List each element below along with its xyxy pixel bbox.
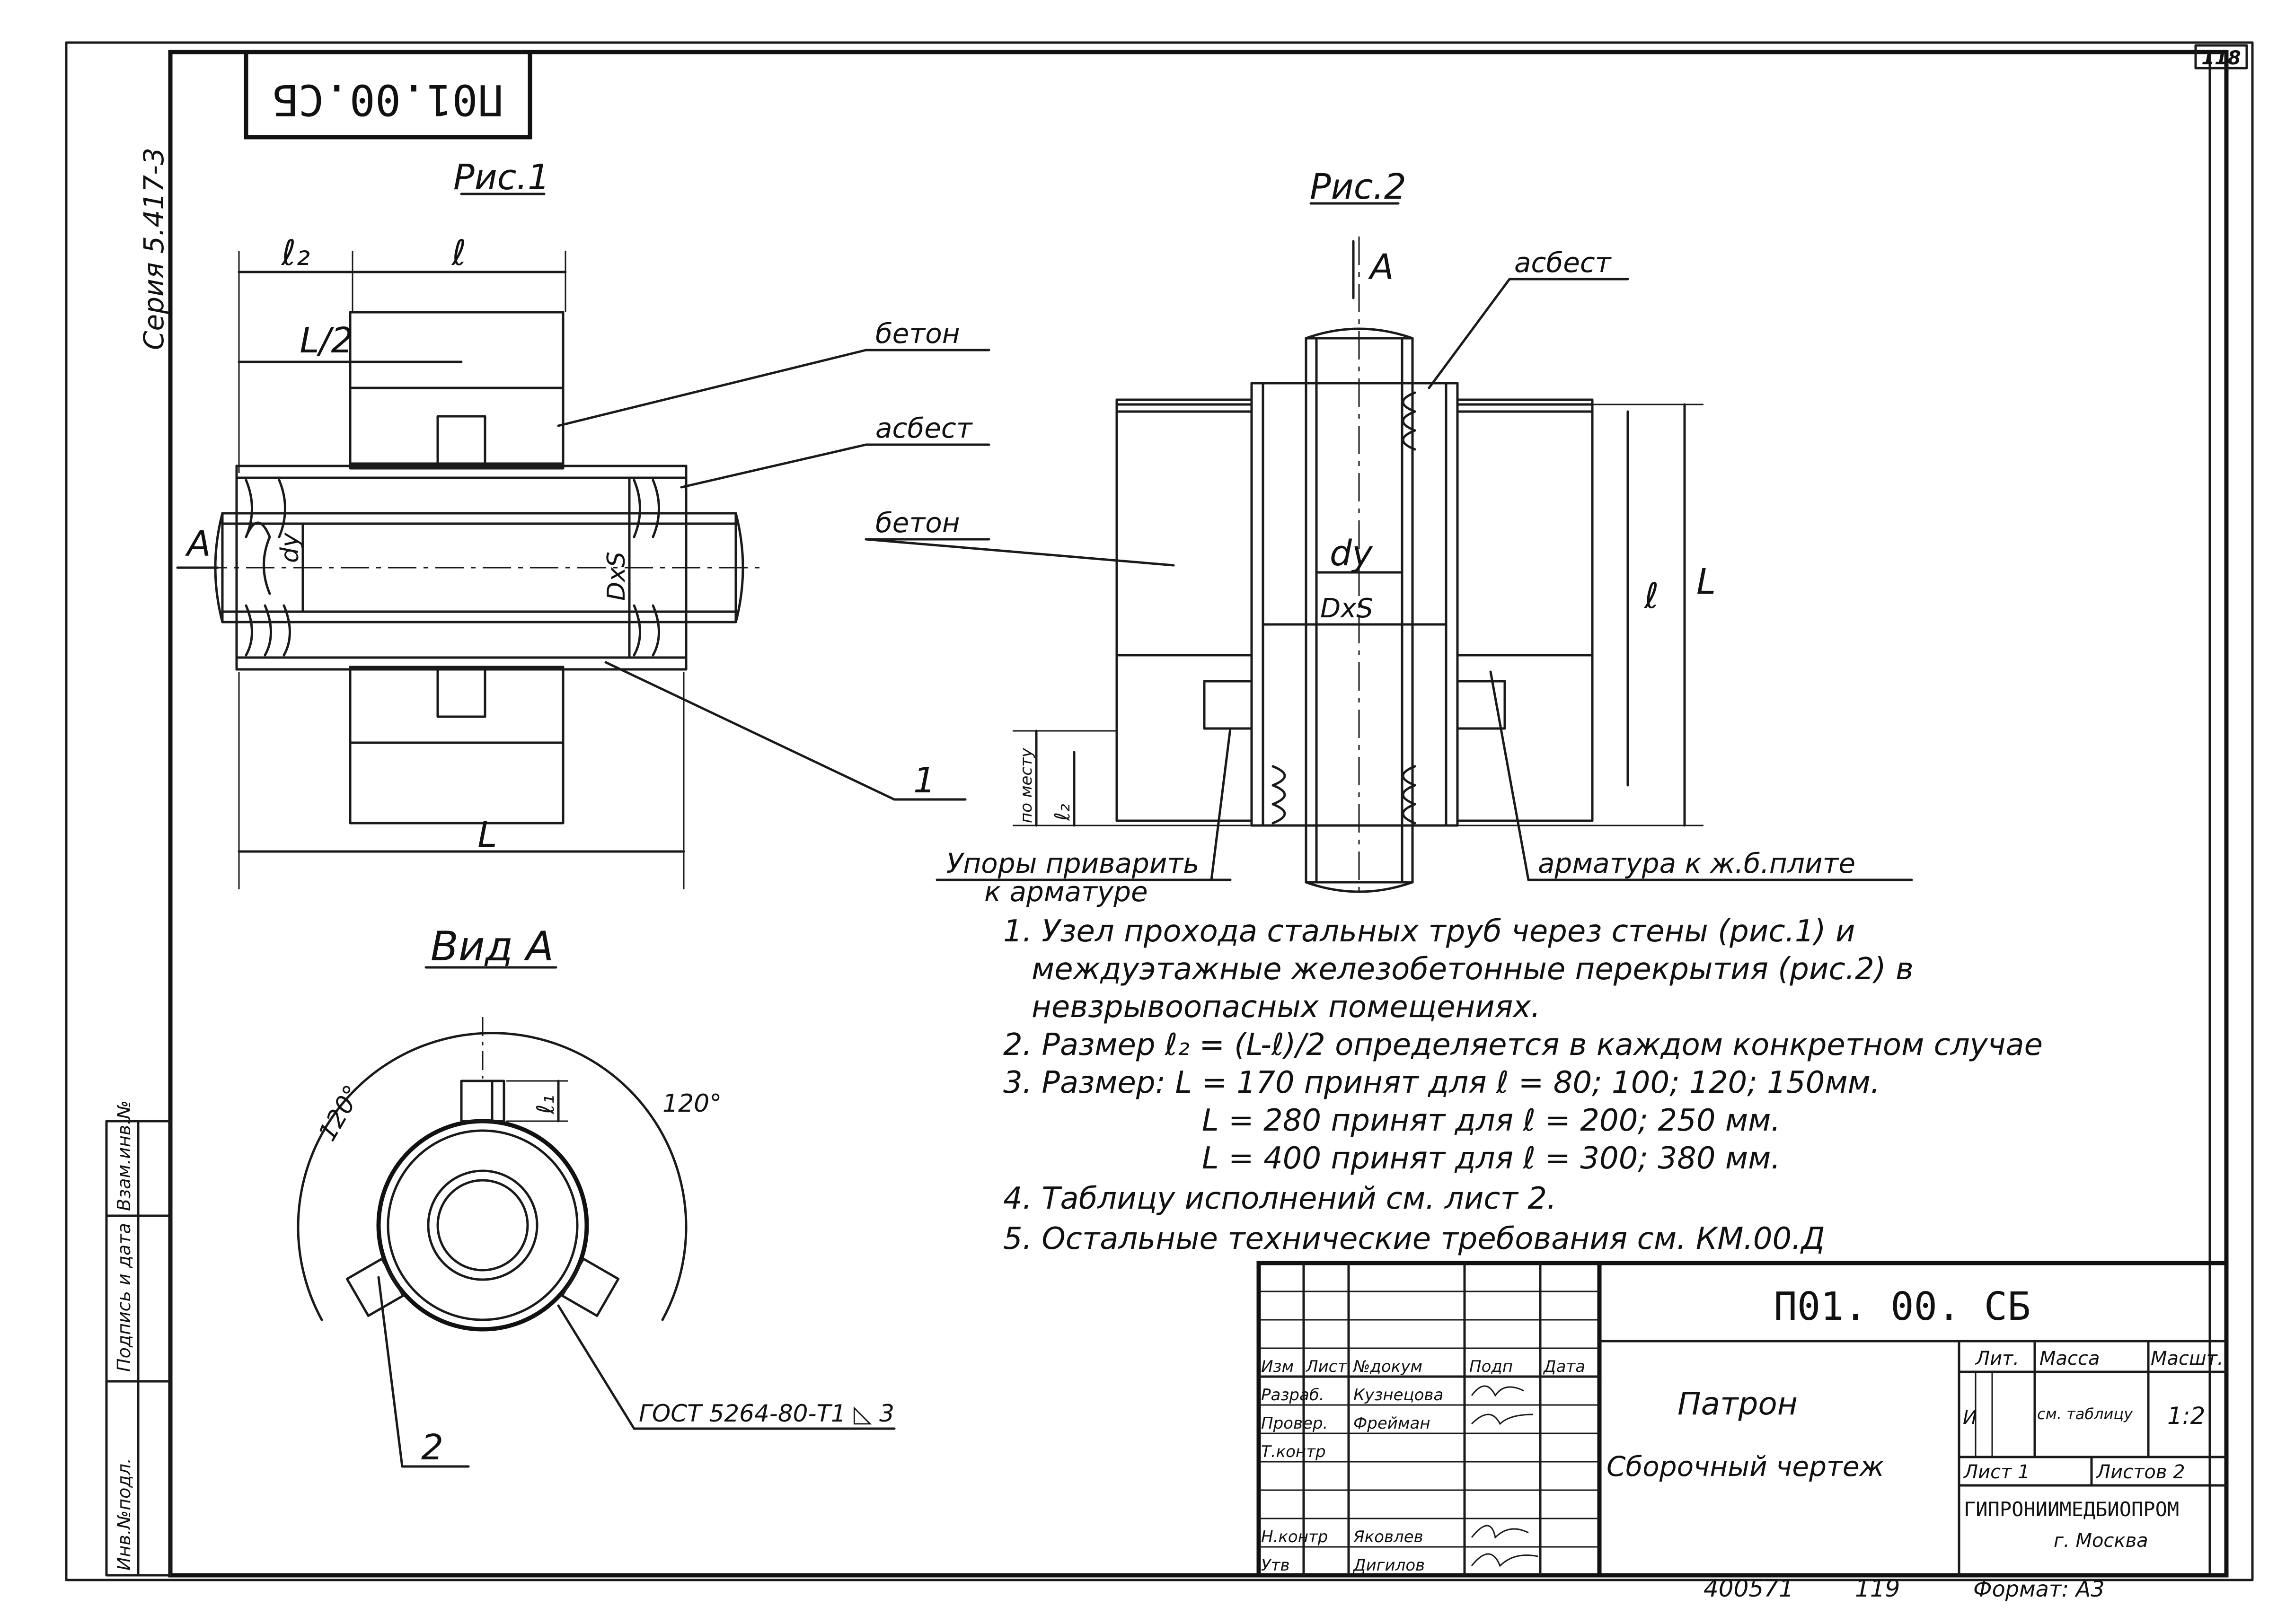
tb-name-ncontrol: Яковлев: [1353, 1527, 1423, 1546]
tb-name: Патрон: [1677, 1386, 1798, 1422]
notes-block: 1. Узел прохода стальных труб через стен…: [1003, 914, 2043, 1256]
stamp-inv-original: Инв.№подл.: [114, 1458, 134, 1571]
note-line-3: невзрывоопасных помещениях.: [1032, 990, 1540, 1025]
inner-frame: [168, 50, 2229, 1578]
tb-col-list: Лист: [1305, 1357, 1347, 1376]
fig2-marker-a: A: [1368, 247, 1394, 288]
fig2-label-stops-2: к арматуре: [984, 876, 1148, 908]
tb-role-tcontrol: Т.контр: [1261, 1442, 1326, 1461]
fig2-dim-l: ℓ: [1643, 576, 1659, 616]
stamp-sign-date: Подпись и дата: [114, 1223, 134, 1372]
tb-role-dev: Разраб.: [1261, 1386, 1324, 1405]
fig2-dim-dxs: DxS: [1320, 593, 1373, 624]
signature-ncontrol: [1471, 1525, 1529, 1539]
view-a-angle-left: 120°: [313, 1080, 368, 1146]
view-a-weld-note: ГОСТ 5264-80-Т1 ◺ 3: [639, 1400, 894, 1427]
view-a: Вид А ℓ₁ 120° 120° 2 ГОСТ 5264-80-Т1 ◺ 3: [297, 923, 896, 1468]
tb-format: Формат: А3: [1973, 1576, 2104, 1602]
fig1-label-asbestos: асбест: [875, 412, 973, 444]
code-box-text: П01.00.СБ: [273, 75, 503, 124]
side-stamp: Взам.инв.№ Подпись и дата Инв.№подл.: [105, 1100, 172, 1577]
title-block: Изм Лист №докум Подп Дата Разраб. Кузнец…: [1256, 1261, 2229, 1602]
figure-1: Рис.1 A dy DxS: [176, 157, 990, 889]
note-line-5: 3. Размер: L = 170 принят для ℓ = 80; 10…: [1003, 1065, 1880, 1100]
fig2-label-stops-1: Упоры приварить: [946, 847, 1199, 879]
view-a-angle-right: 120°: [662, 1089, 722, 1118]
tb-lit-value: И: [1963, 1407, 1977, 1429]
fig1-dim-l-half: L/2: [300, 320, 353, 361]
signature-approve: [1471, 1553, 1538, 1567]
fig2-dim-L: L: [1696, 562, 1716, 602]
fig1-label-concrete-2: бетон: [875, 507, 960, 539]
tb-archive-no: 400571: [1704, 1575, 1794, 1602]
fig2-dim-in-place: по месту: [1017, 747, 1036, 823]
tb-col-doc: №докум: [1352, 1357, 1422, 1376]
note-line-7: L = 400 принят для ℓ = 300; 380 мм.: [1202, 1141, 1781, 1176]
stamp-replace: Взам.инв.№: [114, 1100, 134, 1211]
code-box: [244, 50, 532, 140]
fig1-dim-l: ℓ: [451, 233, 467, 273]
signature-check: [1471, 1413, 1534, 1425]
fig2-dim-l2: ℓ₂: [1050, 804, 1075, 821]
signature-dev: [1471, 1385, 1524, 1397]
tb-col-sign: Подп: [1469, 1357, 1513, 1376]
tb-role-approve: Утв: [1261, 1556, 1290, 1575]
outer-frame: [65, 41, 2254, 1581]
tb-col-date: Дата: [1543, 1357, 1585, 1376]
fig1-wall-lower: [349, 666, 565, 825]
tb-doc-code: П01. 00. СБ: [1774, 1284, 2030, 1329]
note-line-4: 2. Размер ℓ₂ = (L-ℓ)/2 определяется в ка…: [1003, 1027, 2043, 1062]
tb-name-approve: Дигилов: [1352, 1556, 1425, 1575]
tb-role-check: Провер.: [1261, 1414, 1328, 1433]
fig1-dim-L: L: [477, 815, 497, 855]
view-a-arc: [297, 1032, 688, 1321]
tb-hdr-mass: Масса: [2039, 1348, 2100, 1369]
tb-name-dev: Кузнецова: [1353, 1386, 1443, 1405]
fig2-label-asbestos: асбест: [1514, 246, 1612, 279]
tb-org: ГИПРОНИИМЕДБИОПРОМ: [1964, 1498, 2179, 1521]
tb-sheet: Лист 1: [1963, 1461, 2030, 1483]
tb-hdr-lit: Лит.: [1975, 1348, 2019, 1369]
fig1-label-concrete: бетон: [875, 317, 960, 350]
page-number: 118: [2201, 47, 2241, 69]
fig1-dim-l2: ℓ₂: [281, 233, 310, 273]
fig1-dim-dy: dy: [276, 532, 304, 563]
page-number-box: [2194, 44, 2248, 70]
tb-sheets: Листов 2: [2095, 1461, 2185, 1483]
tb-doc-type: Сборочный чертеж: [1606, 1450, 1884, 1483]
note-line-9: 5. Остальные технические требования см. …: [1003, 1221, 1825, 1256]
note-line-6: L = 280 принят для ℓ = 200; 250 мм.: [1202, 1103, 1781, 1138]
fig1-marker-a: A: [185, 524, 211, 564]
note-line-1: 1. Узел прохода стальных труб через стен…: [1003, 914, 1855, 949]
tb-city: г. Москва: [2054, 1530, 2148, 1552]
view-a-callout-2: 2: [421, 1427, 443, 1468]
fig2-title: Рис.2: [1310, 167, 1406, 207]
view-a-title: Вид А: [431, 923, 554, 970]
note-line-8: 4. Таблицу исполнений см. лист 2.: [1003, 1181, 1556, 1216]
fig1-wall-upper: [349, 311, 565, 470]
series-label: Серия 5.417-3: [138, 148, 170, 350]
tb-scale-value: 1:2: [2167, 1402, 2205, 1430]
tb-col-izm: Изм: [1261, 1357, 1294, 1376]
fig2-slab-left: [1115, 403, 1253, 822]
view-a-dim-l1: ℓ₁: [532, 1095, 559, 1115]
figure-2: Рис.2 A dy DxS: [865, 167, 1913, 908]
tb-mass-value: см. таблицу: [2037, 1405, 2133, 1423]
fig1-concrete-upper: [349, 386, 565, 465]
fig2-label-rebar: арматура к ж.б.плите: [1538, 847, 1855, 879]
fig2-slab-right: [1456, 403, 1594, 822]
tb-name-check: Фрейман: [1353, 1414, 1430, 1433]
fig1-concrete-lower: [349, 666, 565, 744]
view-a-sleeve-circle: [376, 1119, 589, 1332]
fig1-dim-dxs: DxS: [602, 552, 631, 601]
fig1-callout-1: 1: [913, 760, 936, 801]
tb-role-ncontrol: Н.контр: [1261, 1527, 1328, 1546]
note-line-2: междуэтажные железобетонные перекрытия (…: [1032, 952, 1914, 987]
fig1-title: Рис.1: [453, 157, 550, 198]
fig2-dim-dy: dy: [1330, 533, 1373, 574]
tb-hdr-scale: Масшт.: [2151, 1348, 2224, 1369]
tb-archive-sheet: 119: [1855, 1575, 1900, 1602]
view-a-pipe-circle: [427, 1169, 538, 1281]
